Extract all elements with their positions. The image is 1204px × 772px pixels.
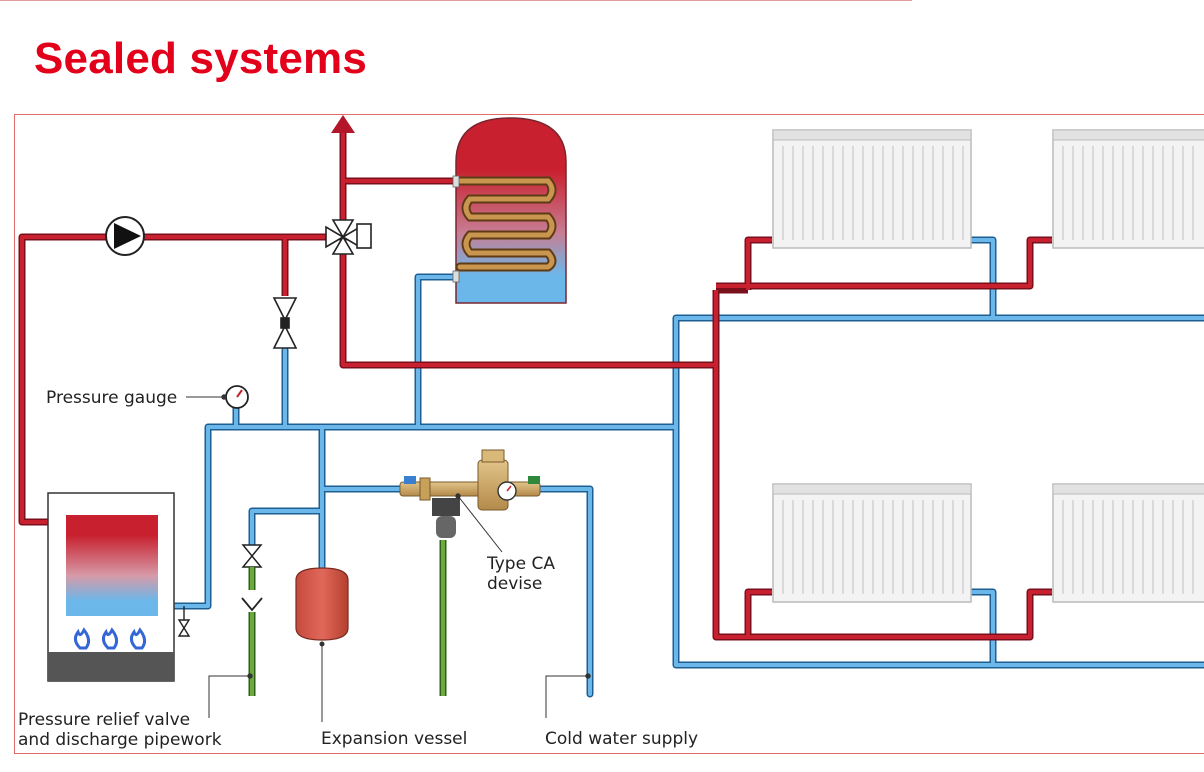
- hot-water-cylinder: [452, 117, 567, 304]
- label-type-ca-line1: Type CA: [486, 554, 555, 574]
- leader-lines: [186, 394, 591, 722]
- expansion-vessel-icon: [295, 567, 349, 647]
- label-relief-valve-line2: and discharge pipework: [18, 730, 222, 750]
- label-expansion-vessel: Expansion vessel: [321, 729, 467, 749]
- diagram-frame: [14, 114, 1204, 754]
- radiator-bottom-left: [772, 483, 972, 603]
- radiator-top-right: [1052, 129, 1204, 249]
- vent-arrow-icon: [331, 115, 355, 133]
- pump-icon: [105, 216, 145, 256]
- label-cold-water-supply: Cold water supply: [545, 729, 698, 749]
- bypass-valve-icon: [272, 297, 298, 349]
- page-title: Sealed systems: [34, 34, 368, 83]
- label-pressure-gauge: Pressure gauge: [46, 388, 177, 408]
- three-port-valve-icon: [325, 219, 372, 255]
- radiator-top-left: [772, 129, 972, 249]
- burner-flame-icon: [73, 627, 147, 650]
- type-ca-device-icon: [399, 449, 541, 696]
- return-pipework: [152, 236, 1204, 698]
- label-type-ca-line2: devise: [487, 574, 542, 594]
- pressure-relief-valve-icon: [241, 544, 263, 696]
- boiler: [47, 492, 191, 682]
- cylinder-coil: [455, 176, 557, 272]
- top-rule: [0, 0, 912, 1]
- label-relief-valve-line1: Pressure relief valve: [18, 710, 190, 730]
- flow-pipework: [18, 130, 1052, 641]
- radiator-bottom-right: [1052, 483, 1204, 603]
- pressure-gauge-icon: [225, 385, 249, 409]
